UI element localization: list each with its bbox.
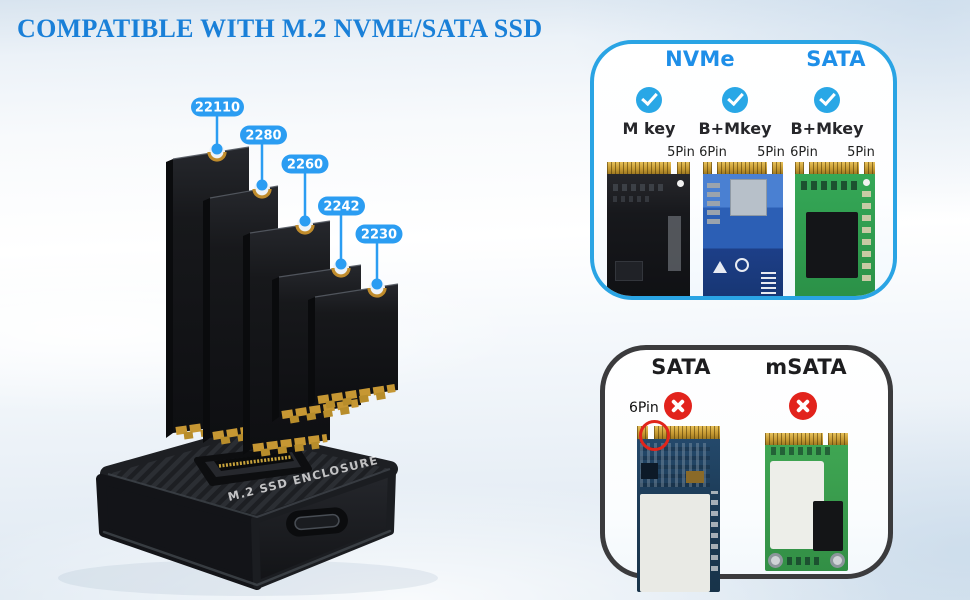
nvme-header: NVMe — [665, 47, 735, 71]
key-label-bmkey: B+Mkey — [698, 119, 772, 138]
m2-socket-slot — [194, 445, 312, 486]
size-callout-pill — [240, 125, 287, 145]
dock-enclosure: M.2 SSD ENCLOSURE — [96, 428, 398, 590]
size-label-2260: 2260 — [287, 158, 323, 173]
size-label-2242: 2242 — [323, 200, 359, 215]
size-label-22110: 22110 — [195, 101, 240, 116]
six-pin-highlight-ring — [639, 420, 670, 451]
size-callout-pill — [355, 224, 403, 244]
key-label-mkey: M key — [622, 119, 676, 138]
key-label-bmkey: B+Mkey — [790, 119, 864, 138]
sata-header: SATA — [806, 47, 866, 71]
size-callout-pill — [318, 196, 365, 216]
pin-label: 5Pin — [667, 145, 695, 160]
pin-label: 5Pin — [757, 145, 785, 160]
msata-header: mSATA — [765, 355, 847, 379]
check-icon — [636, 87, 662, 113]
incompatibility-panel: SATA mSATA 6Pin — [600, 345, 893, 592]
cross-icon — [664, 392, 692, 420]
cross-icon — [789, 392, 817, 420]
sata-b-key-header: SATA — [651, 355, 711, 379]
page-title: COMPATIBLE WITH M.2 NVME/SATA SSD — [17, 14, 543, 43]
msata-ssd-image — [765, 433, 848, 571]
size-callout-pill — [281, 154, 329, 174]
size-label-2280: 2280 — [245, 129, 281, 144]
nvme-bmkey-ssd-image — [703, 162, 783, 296]
check-icon — [722, 87, 748, 113]
sata-bmkey-ssd-image — [795, 162, 875, 296]
check-icon — [814, 87, 840, 113]
sata-bkey-ssd-image — [637, 426, 720, 592]
usb-c-port — [286, 507, 348, 537]
size-label-2230: 2230 — [361, 228, 397, 243]
ssd-card-2230 — [308, 280, 399, 409]
nvme-mkey-ssd-image — [607, 162, 690, 296]
size-callout-pill — [191, 97, 244, 117]
size-callouts: 22110 2280 2260 2242 2230 — [191, 97, 403, 290]
pin-label: 6Pin — [699, 145, 727, 160]
pin-label: 6Pin — [790, 145, 818, 160]
six-pin-note: 6Pin — [629, 400, 659, 416]
pin-label: 5Pin — [847, 145, 875, 160]
compatibility-panel: NVMe SATA M key B+Mkey B+Mkey 5Pin 6Pin … — [590, 40, 897, 300]
